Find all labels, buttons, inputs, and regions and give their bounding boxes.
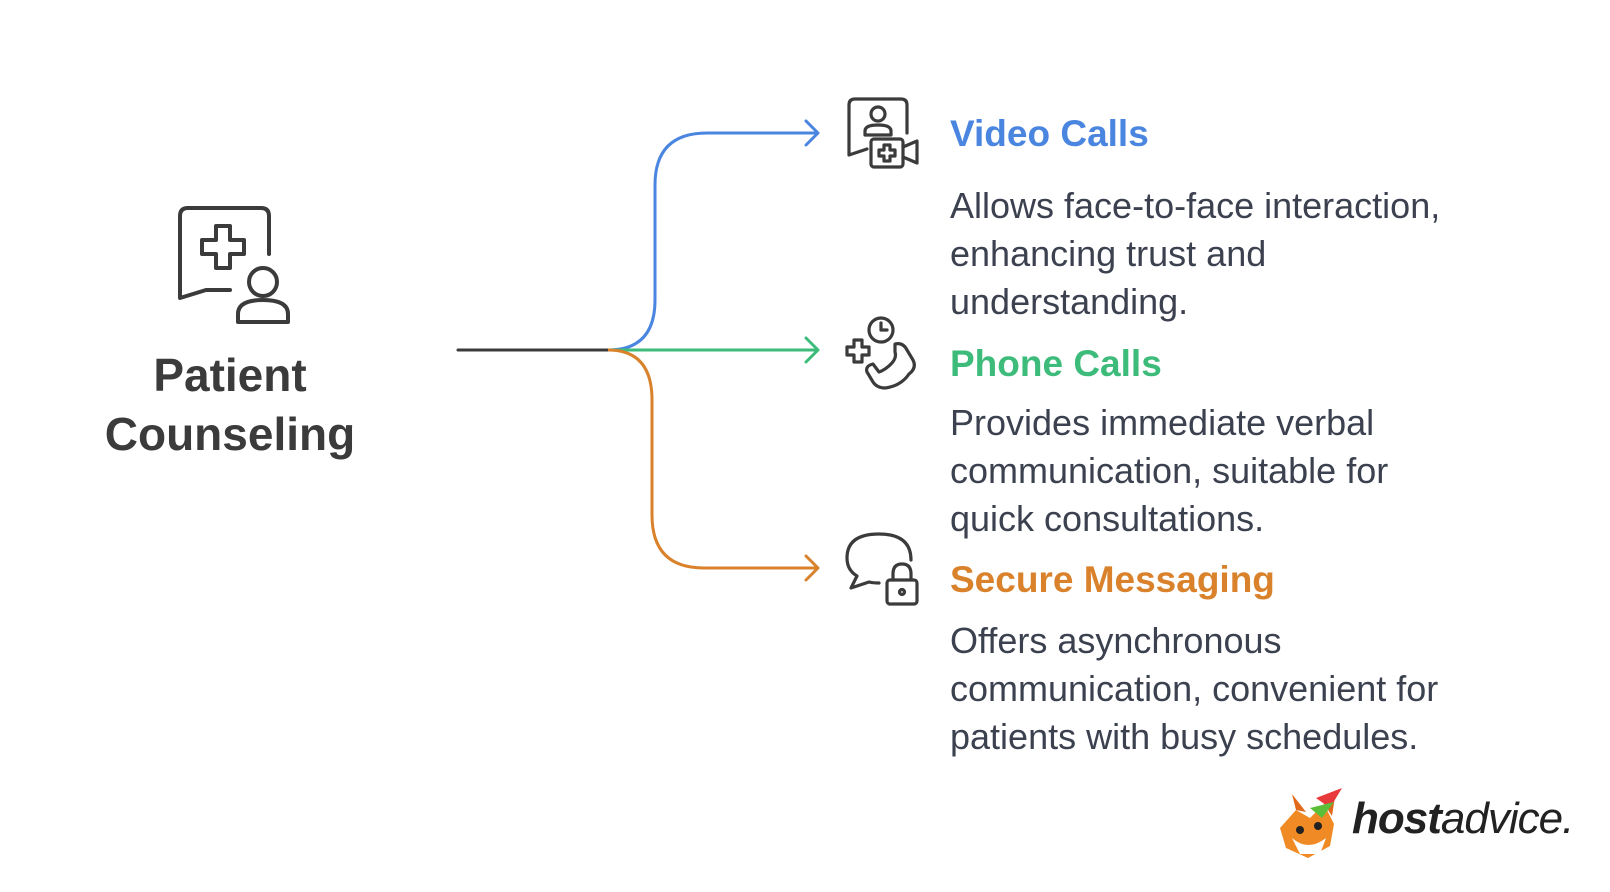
root-title-line-1: Patient bbox=[153, 349, 307, 401]
branch-title-secure-messaging: Secure Messaging bbox=[950, 559, 1275, 600]
logo-brand-light: advice. bbox=[1440, 794, 1574, 843]
desc-line: enhancing trust and bbox=[950, 233, 1267, 274]
desc-line: Allows face-to-face interaction, bbox=[950, 185, 1441, 226]
branch-title-video-calls: Video Calls bbox=[950, 113, 1149, 154]
video-consult-icon bbox=[847, 97, 919, 169]
branch-title-phone-calls: Phone Calls bbox=[950, 343, 1162, 384]
root-title-line-2: Counseling bbox=[104, 408, 356, 460]
desc-line: patients with busy schedules. bbox=[950, 716, 1419, 757]
desc-line: communication, suitable for bbox=[950, 450, 1389, 491]
desc-line: Offers asynchronous bbox=[950, 620, 1282, 661]
connector-video-calls bbox=[607, 131, 817, 352]
logo-brand-bold: host bbox=[1352, 794, 1442, 843]
arrowhead-secure-messaging bbox=[804, 554, 820, 582]
root-title: Patient Counseling bbox=[60, 346, 400, 464]
branch-desc-phone-calls: Provides immediate verbal communication,… bbox=[950, 399, 1550, 543]
phone-medical-clock-icon bbox=[845, 316, 916, 390]
desc-line: Provides immediate verbal bbox=[950, 402, 1375, 443]
arrowhead-video-calls bbox=[804, 119, 820, 147]
fox-mascot-icon bbox=[1280, 788, 1342, 858]
desc-line: quick consultations. bbox=[950, 498, 1265, 539]
hostadvice-logo: hostadvice. bbox=[1270, 788, 1574, 864]
branch-desc-secure-messaging: Offers asynchronous communication, conve… bbox=[950, 617, 1550, 761]
logo-wordmark: hostadvice. bbox=[1352, 794, 1574, 844]
chat-lock-icon bbox=[845, 532, 919, 606]
connector-secure-messaging bbox=[607, 348, 817, 570]
desc-line: communication, convenient for bbox=[950, 668, 1439, 709]
branch-desc-video-calls: Allows face-to-face interaction, enhanci… bbox=[950, 182, 1550, 326]
arrowhead-phone-calls bbox=[804, 336, 820, 364]
desc-line: understanding. bbox=[950, 281, 1189, 322]
medical-chat-person-icon bbox=[178, 206, 290, 324]
